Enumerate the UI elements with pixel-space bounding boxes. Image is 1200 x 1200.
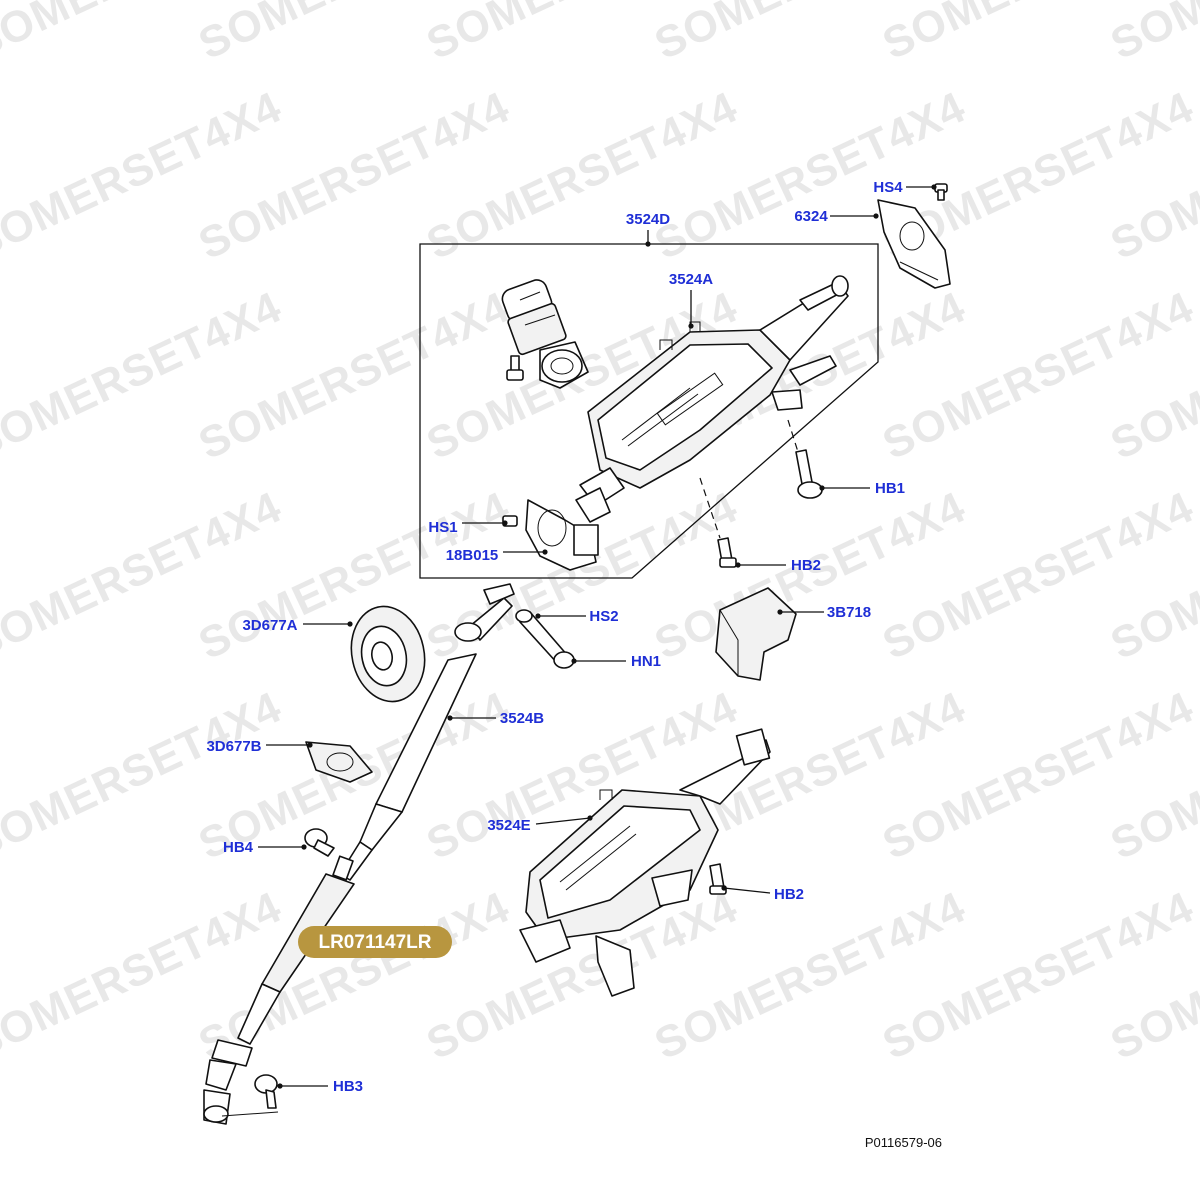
callout-label-chb2a[interactable]: HB2 xyxy=(791,557,821,574)
callout-label-chn1[interactable]: HN1 xyxy=(631,653,661,670)
callout-dot-c6324 xyxy=(873,213,879,219)
hb3-bolt-part xyxy=(254,1074,278,1109)
watermark-text: SOMERSET4X4 xyxy=(1104,0,1200,69)
callout-label-c6324[interactable]: 6324 xyxy=(794,208,828,225)
callout-dot-c3524d xyxy=(645,241,651,247)
callout-label-c3524a[interactable]: 3524A xyxy=(669,271,713,288)
callout-label-c18b015[interactable]: 18B015 xyxy=(446,547,499,564)
callout-dot-c3524e xyxy=(587,815,593,821)
callout-label-c3524e[interactable]: 3524E xyxy=(487,817,530,834)
callout-label-c3524d[interactable]: 3524D xyxy=(626,211,670,228)
steering-column-upper-part xyxy=(575,275,849,523)
callout-dot-chb4 xyxy=(301,844,307,850)
cover-3b718-part xyxy=(715,587,797,681)
callout-label-chs4[interactable]: HS4 xyxy=(873,179,903,196)
hb1-bolt-part xyxy=(795,449,823,499)
callout-dot-chn1 xyxy=(571,658,577,664)
callout-dot-chb2b xyxy=(721,885,727,891)
part-number-badge[interactable]: LR071147LR xyxy=(298,926,452,958)
callout-dot-chb2a xyxy=(735,562,741,568)
callout-label-chb1[interactable]: HB1 xyxy=(875,480,905,497)
callout-dot-chb1 xyxy=(819,485,825,491)
callout-dot-c18b015 xyxy=(542,549,548,555)
ignition-lock-part xyxy=(501,279,589,389)
kit-boundary-3524D xyxy=(419,243,879,579)
callout-label-c3524b[interactable]: 3524B xyxy=(500,710,544,727)
callout-label-c3d677b[interactable]: 3D677B xyxy=(206,738,261,755)
callout-leader-chb2b xyxy=(723,887,771,894)
callout-dot-c3524a xyxy=(688,323,694,329)
bushing-3d677a-part xyxy=(350,605,426,703)
callout-label-chb3[interactable]: HB3 xyxy=(333,1078,363,1095)
callout-dot-c3d677a xyxy=(347,621,353,627)
callout-dot-chs4 xyxy=(931,184,937,190)
callout-dot-c3d677b xyxy=(307,742,313,748)
lock-screw-part xyxy=(506,355,524,381)
callout-dot-c3b718 xyxy=(777,609,783,615)
hb4-bolt-part xyxy=(304,828,335,857)
callout-label-chs1[interactable]: HS1 xyxy=(428,519,457,536)
hb2-upper-bolt-part xyxy=(717,537,737,568)
callout-dot-chb3 xyxy=(277,1083,283,1089)
hn1-nut-part xyxy=(553,651,575,669)
callout-dot-chs2 xyxy=(535,613,541,619)
callout-label-chs2[interactable]: HS2 xyxy=(589,608,618,625)
steering-column-assembly-part xyxy=(519,728,771,997)
callout-leader-c3524e xyxy=(535,817,591,825)
intermediate-shaft-part xyxy=(203,583,515,1125)
part-number-text: LR071147LR xyxy=(318,932,431,953)
callout-label-c3d677a[interactable]: 3D677A xyxy=(242,617,297,634)
callout-dot-c3524b xyxy=(447,715,453,721)
callout-label-c3b718[interactable]: 3B718 xyxy=(827,604,871,621)
bracket-6324-part xyxy=(877,199,951,289)
callout-label-chb2b[interactable]: HB2 xyxy=(774,886,804,903)
callout-label-chb4[interactable]: HB4 xyxy=(223,839,254,856)
callout-dot-chs1 xyxy=(502,520,508,526)
seal-3d677b-part xyxy=(305,741,373,783)
figure-reference: P0116579-06 xyxy=(865,1135,942,1150)
